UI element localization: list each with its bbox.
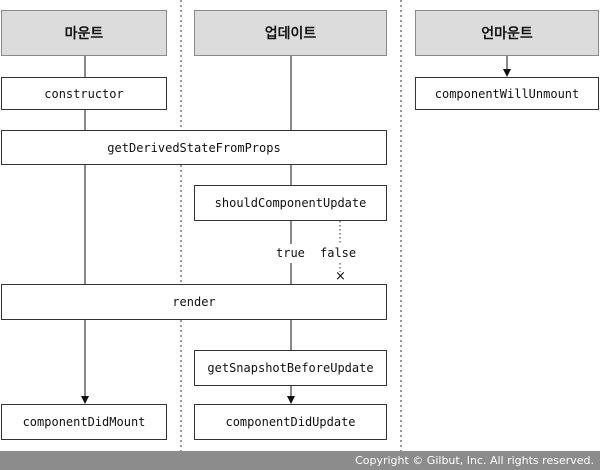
label-false: false: [318, 246, 359, 260]
label-true: true: [274, 246, 307, 260]
box-constructor: constructor: [1, 77, 167, 110]
box-shouldComponentUpdate: shouldComponentUpdate: [194, 185, 387, 221]
box-render: render: [1, 284, 387, 320]
header-mount: 마운트: [1, 10, 167, 56]
box-componentWillUnmount: componentWillUnmount: [415, 77, 599, 110]
stop-mark: ×: [335, 269, 346, 284]
box-componentDidMount: componentDidMount: [1, 404, 167, 440]
header-unmount: 언마운트: [415, 10, 599, 56]
box-getDerivedStateFromProps: getDerivedStateFromProps: [1, 130, 387, 165]
box-componentDidUpdate: componentDidUpdate: [194, 404, 387, 440]
header-update: 업데이트: [194, 10, 387, 56]
copyright-footer: Copyright © Gilbut, Inc. All rights rese…: [0, 451, 600, 470]
box-getSnapshotBeforeUpdate: getSnapshotBeforeUpdate: [194, 350, 387, 386]
